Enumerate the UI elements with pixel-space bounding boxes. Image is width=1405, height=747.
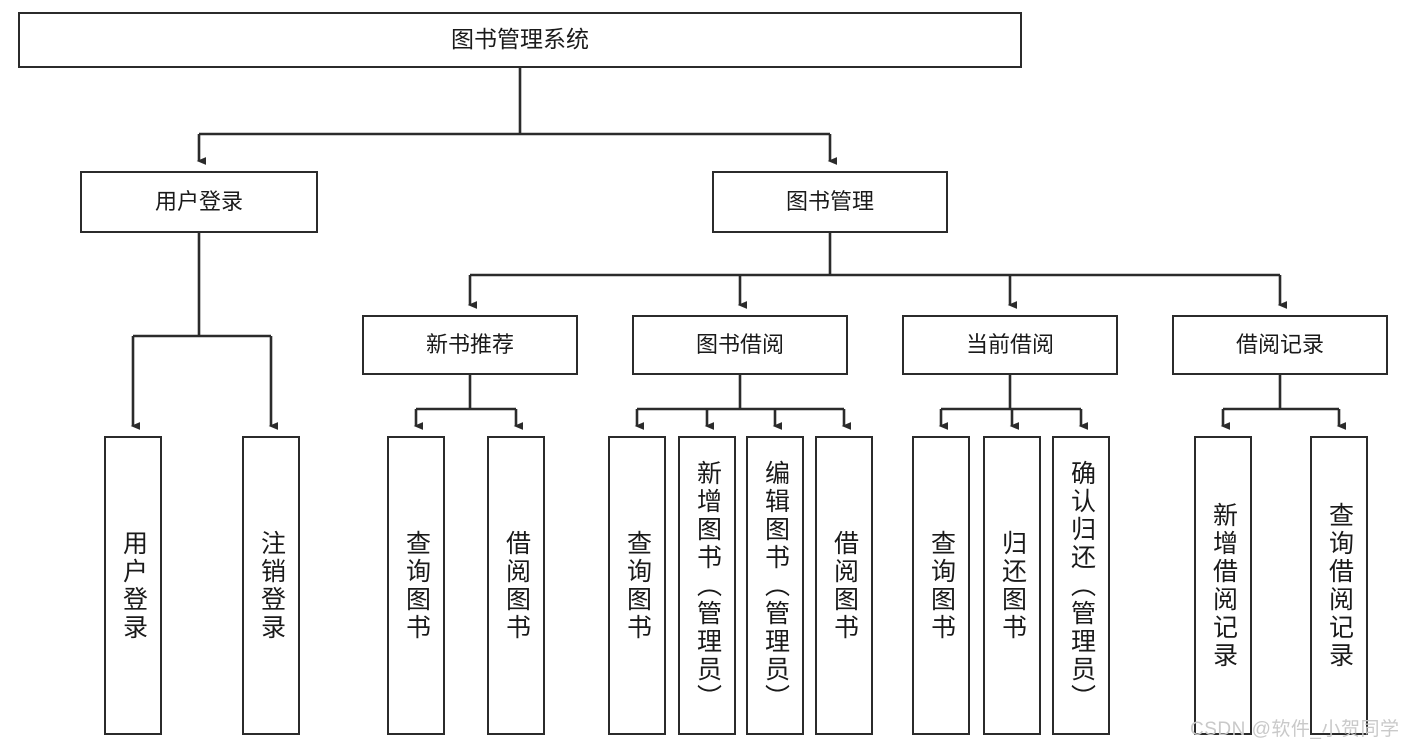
node-label: 借阅记录 xyxy=(1235,332,1324,358)
node-leaf-3[interactable]: 查询图书 xyxy=(387,436,445,735)
node-label: 当前借阅 xyxy=(965,332,1054,358)
node-leaf-2[interactable]: 注销登录 xyxy=(242,436,300,735)
node-leaf-13[interactable]: 查询借阅记录 xyxy=(1310,436,1368,735)
node-leaf-7[interactable]: 编辑图书（管理员） xyxy=(746,436,804,735)
node-leaf-5[interactable]: 查询图书 xyxy=(608,436,666,735)
node-label: 新书推荐 xyxy=(425,332,514,358)
node-leaf-4[interactable]: 借阅图书 xyxy=(487,436,545,735)
node-label: 用户登录 xyxy=(119,529,148,642)
node-current-borrow[interactable]: 当前借阅 xyxy=(902,315,1118,375)
node-leaf-12[interactable]: 新增借阅记录 xyxy=(1194,436,1252,735)
node-user-login[interactable]: 用户登录 xyxy=(80,171,318,233)
node-label: 查询图书 xyxy=(402,529,431,642)
node-label: 注销登录 xyxy=(257,529,286,642)
node-label: 查询借阅记录 xyxy=(1325,501,1354,670)
node-label: 借阅图书 xyxy=(502,529,531,642)
node-new-book-rec[interactable]: 新书推荐 xyxy=(362,315,578,375)
node-leaf-9[interactable]: 查询图书 xyxy=(912,436,970,735)
node-leaf-10[interactable]: 归还图书 xyxy=(983,436,1041,735)
node-leaf-1[interactable]: 用户登录 xyxy=(104,436,162,735)
node-label: 确认归还（管理员） xyxy=(1067,459,1096,712)
node-leaf-8[interactable]: 借阅图书 xyxy=(815,436,873,735)
node-root[interactable]: 图书管理系统 xyxy=(18,12,1022,68)
node-leaf-6[interactable]: 新增图书（管理员） xyxy=(678,436,736,735)
node-book-borrow[interactable]: 图书借阅 xyxy=(632,315,848,375)
node-label: 查询图书 xyxy=(927,529,956,642)
node-label: 归还图书 xyxy=(998,529,1027,642)
node-leaf-11[interactable]: 确认归还（管理员） xyxy=(1052,436,1110,735)
node-label: 用户登录 xyxy=(154,189,243,215)
node-borrow-record[interactable]: 借阅记录 xyxy=(1172,315,1388,375)
node-book-manage[interactable]: 图书管理 xyxy=(712,171,948,233)
node-label: 新增借阅记录 xyxy=(1209,501,1238,670)
node-label: 借阅图书 xyxy=(830,529,859,642)
node-label: 图书管理 xyxy=(785,189,874,215)
node-label: 编辑图书（管理员） xyxy=(761,459,790,712)
node-label: 查询图书 xyxy=(623,529,652,642)
node-label: 图书借阅 xyxy=(695,332,784,358)
node-label: 新增图书（管理员） xyxy=(693,459,722,712)
node-label: 图书管理系统 xyxy=(451,26,589,53)
